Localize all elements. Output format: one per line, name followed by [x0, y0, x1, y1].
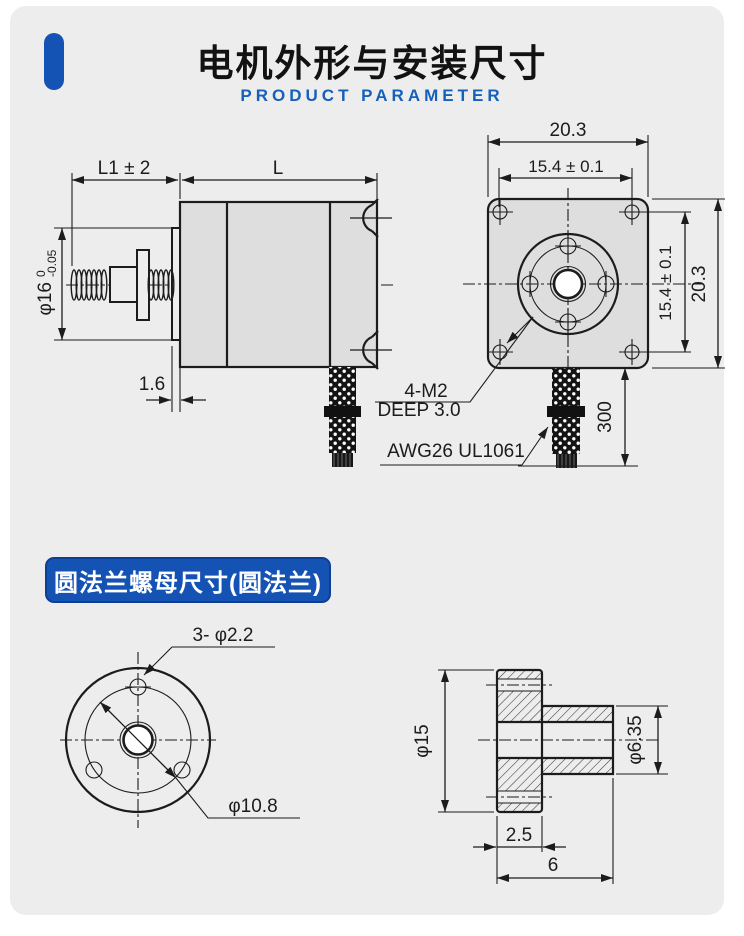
tolerance-lower-label: -0.05 [45, 249, 59, 277]
dim-hole-spacing-h-label: 15.4 ± 0.1 [528, 157, 604, 176]
dim-pilot-thickness-label: 1.6 [139, 374, 165, 395]
motor-cable-side [324, 367, 361, 467]
label-flange-holes: 3- φ2.2 [193, 625, 254, 646]
flange-disc-section [495, 668, 544, 814]
dim-body-length-label: L [273, 158, 284, 179]
motor-cable-front [547, 368, 585, 468]
label-hole-depth: DEEP 3.0 [377, 400, 460, 421]
pilot-plate [171, 227, 181, 341]
dim-overall-width-label: 20.3 [550, 120, 587, 141]
label-mounting-holes: 4-M2 [404, 381, 447, 402]
dim-pilot-diameter-label: φ16 [35, 282, 56, 315]
tolerance-upper-label: 0 [34, 270, 48, 277]
nut-flange-disc [136, 249, 150, 321]
page-subtitle: PRODUCT PARAMETER [240, 86, 504, 105]
flange-front-drawing: 3- φ2.2 φ10.8 [60, 625, 300, 828]
flange-section-drawing: φ15 φ6.35 2.5 6 [412, 668, 668, 884]
rear-screws [350, 198, 392, 370]
section-hatching [497, 670, 613, 812]
page-title: 电机外形与安装尺寸 [196, 43, 548, 84]
front-view-drawing: 20.3 15.4 ± 0.1 15.4 ± 0.1 20.3 [375, 120, 725, 468]
dim-hole-spacing-v-label: 15.4 ± 0.1 [656, 245, 675, 321]
dim-shaft-length-label: L1 ± 2 [98, 158, 151, 179]
dim-cable-length-label: 300 [595, 401, 616, 433]
pilot-holes [521, 233, 615, 335]
dim-total-length-label: 6 [548, 855, 559, 876]
nut-body [109, 266, 138, 303]
dim-boss-diameter-label: φ6.35 [625, 715, 646, 764]
dim-flange-thickness-label: 2.5 [506, 825, 532, 846]
shaft-bore [552, 268, 584, 300]
label-bolt-circle: φ10.8 [228, 796, 277, 817]
label-wire: AWG26 UL1061 [387, 441, 525, 462]
flange-section-badge: 圆法兰螺母尺寸(圆法兰) [45, 557, 331, 603]
dim-overall-height-label: 20.3 [689, 266, 710, 303]
shaft-boss-outer [549, 265, 587, 303]
dim-flange-diameter-label: φ15 [412, 724, 433, 757]
side-view-drawing: L1 ± 2 L φ16 0 -0.05 1.6 [34, 158, 394, 467]
lead-screw-threads [70, 269, 175, 301]
motor-body [178, 200, 379, 369]
accent-bar [44, 33, 64, 90]
